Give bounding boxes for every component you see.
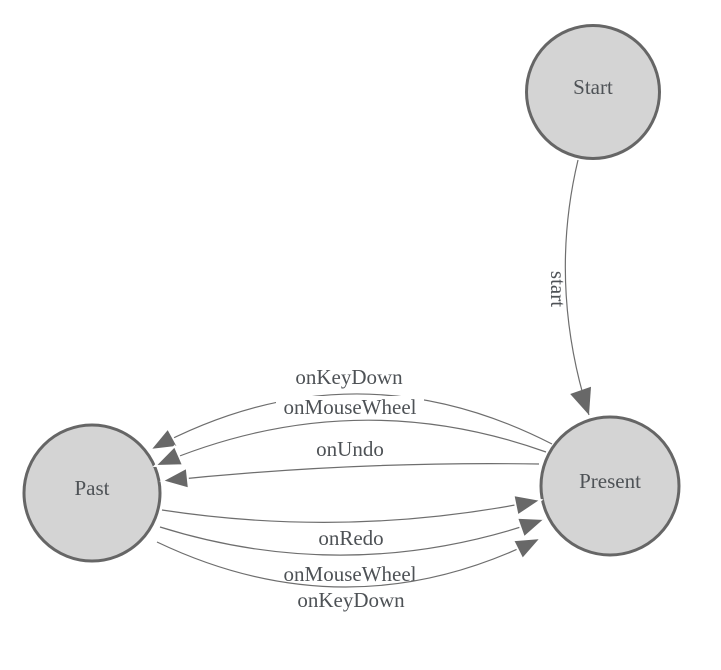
arrowhead-icon xyxy=(570,386,591,415)
transition-path-start[interactable] xyxy=(564,159,590,416)
label-background xyxy=(277,563,424,583)
arrowhead-icon xyxy=(147,426,180,452)
arrowhead-icon xyxy=(515,516,548,540)
state-node-past[interactable]: Past xyxy=(22,423,162,563)
state-node-present[interactable]: Present xyxy=(539,415,681,557)
transition-past-to-present-onkeydown[interactable]: onKeyDown xyxy=(156,536,544,612)
transition-label-start: start xyxy=(546,271,570,307)
arrowhead-icon xyxy=(512,493,544,518)
transition-path-onkeydown-bottom[interactable] xyxy=(156,537,542,588)
label-background xyxy=(315,528,388,548)
arrowhead-icon xyxy=(511,536,544,561)
state-circle-present[interactable] xyxy=(539,415,681,557)
state-label-past: Past xyxy=(74,476,109,500)
transition-path-onkeydown-top[interactable] xyxy=(149,393,553,451)
transition-path-onundo[interactable] xyxy=(161,463,540,482)
transition-label-onundo: onUndo xyxy=(316,437,384,461)
label-background xyxy=(291,590,411,612)
transition-label-onkeydown-bottom: onKeyDown xyxy=(297,588,405,612)
transition-path-onmousewheel-bottom[interactable] xyxy=(159,518,546,556)
transition-past-to-present-onredo[interactable]: onRedo xyxy=(161,493,544,550)
transition-present-to-past-onundo[interactable]: onUndo xyxy=(159,437,540,490)
transition-path-onredo[interactable] xyxy=(161,499,542,523)
state-node-start[interactable]: Start xyxy=(525,24,661,160)
transition-label-onkeydown-top: onKeyDown xyxy=(295,365,403,389)
transition-present-to-past-onmousewheel[interactable]: onMouseWheel xyxy=(152,395,547,468)
label-background xyxy=(289,366,409,388)
state-label-present: Present xyxy=(579,469,641,493)
transition-start-to-present[interactable]: start xyxy=(546,159,591,416)
transition-label-onmousewheel-bottom: onMouseWheel xyxy=(284,562,417,586)
state-circle-start[interactable] xyxy=(525,24,661,160)
label-background xyxy=(313,437,388,458)
arrowhead-icon xyxy=(159,466,191,490)
transition-label-onredo: onRedo xyxy=(318,526,383,550)
transition-present-to-past-onkeydown[interactable]: onKeyDown xyxy=(147,365,553,452)
state-label-start: Start xyxy=(573,75,613,99)
transition-path-onmousewheel-top[interactable] xyxy=(154,419,547,467)
transition-past-to-present-onmousewheel[interactable]: onMouseWheel xyxy=(159,516,548,586)
arrowhead-icon xyxy=(152,444,185,468)
state-circle-past[interactable] xyxy=(22,423,162,563)
label-background xyxy=(276,396,424,416)
transition-label-onmousewheel-top: onMouseWheel xyxy=(284,395,417,419)
